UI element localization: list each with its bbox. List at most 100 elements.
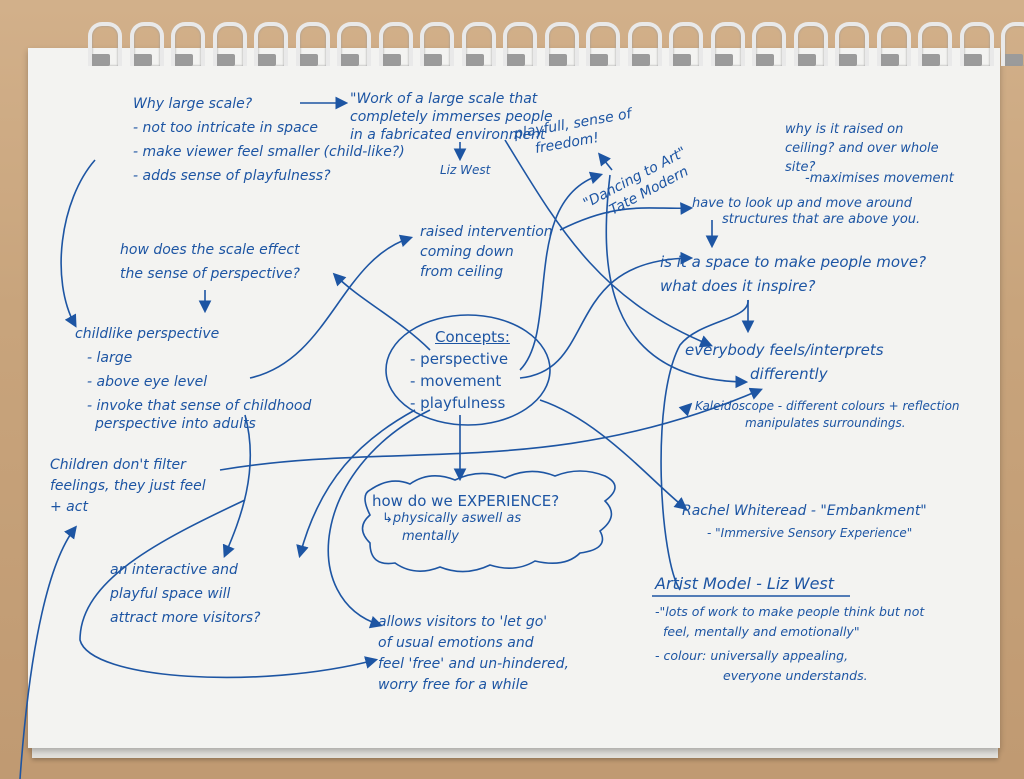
note-item: everyone understands. <box>723 668 868 683</box>
concept-item: - playfulness <box>410 394 506 412</box>
concept-item: - perspective <box>410 350 509 368</box>
note-line: from ceiling <box>420 264 504 280</box>
quote-line: "Work of a large scale that <box>350 91 538 107</box>
spiral-ring <box>461 22 496 66</box>
spiral-ring <box>1001 22 1024 66</box>
arrow <box>605 174 749 389</box>
note-line: manipulates surroundings. <box>745 416 906 430</box>
arrow <box>519 251 694 379</box>
rachel-whiteread-note: Rachel Whiteread - "Embankment" - "Immer… <box>682 500 927 544</box>
concepts-bubble: Concepts: - perspective - movement - pla… <box>410 326 510 414</box>
note-line: of usual emotions and <box>378 635 534 651</box>
note-line: mentally <box>402 529 459 544</box>
quote-line: in a fabricated environment <box>350 127 546 143</box>
spiral-ring <box>835 22 869 66</box>
spiral-ring <box>337 22 371 66</box>
arrow <box>332 272 431 351</box>
spiral-ring <box>752 22 786 66</box>
note-line: differently <box>750 365 828 383</box>
note-line: what does it inspire? <box>660 277 816 295</box>
note-line: feelings, they just feel <box>50 478 206 494</box>
note-line: Children don't filter <box>50 457 186 473</box>
spiral-ring <box>793 22 828 66</box>
note-item: - above eye level <box>87 374 208 390</box>
spiral-ring <box>586 22 620 66</box>
note-item: - invoke that sense of childhood <box>87 398 312 414</box>
interactive-note: an interactive and playful space will at… <box>110 558 260 630</box>
arrow <box>60 159 96 328</box>
arrow <box>296 409 416 559</box>
note-line: is it a space to make people move? <box>660 253 927 271</box>
spiral-ring <box>420 22 454 66</box>
note-line: the sense of perspective? <box>120 266 300 282</box>
note-line: + act <box>50 499 88 515</box>
note-title: childlike perspective <box>75 326 220 342</box>
note-line: raised intervention <box>420 224 553 240</box>
note-line: - "Immersive Sensory Experience" <box>707 526 913 540</box>
arrow <box>539 399 688 510</box>
spiral-ring <box>669 22 703 66</box>
everybody-note: everybody feels/interprets differently <box>685 338 884 386</box>
concepts-title: Concepts: <box>435 328 510 346</box>
spiral-ring <box>212 22 247 66</box>
note-item: - adds sense of playfulness? <box>133 168 331 184</box>
spiral-ring <box>171 22 205 66</box>
childlike-perspective-note: childlike perspective - large - above ey… <box>75 322 311 436</box>
spiral-ring <box>88 22 122 66</box>
experience-cloud <box>361 470 616 573</box>
note-title: Why large scale? <box>133 96 253 112</box>
note-title: how do we EXPERIENCE? <box>372 492 560 510</box>
arrow <box>519 171 604 371</box>
note-line: ceiling? and over whole <box>785 141 939 156</box>
space-move-note: is it a space to make people move? what … <box>660 250 926 298</box>
arrow <box>19 525 77 779</box>
spiral-ring <box>959 22 994 66</box>
note-line: attract more visitors? <box>110 610 261 626</box>
note-line: Rachel Whiteread - "Embankment" <box>682 503 927 519</box>
kaleidoscope-note: Kaleidoscope - different colours + refle… <box>695 398 960 432</box>
note-line: ↳physically aswell as <box>382 511 522 526</box>
note-item: perspective into adults <box>95 416 256 432</box>
note-line: site? <box>785 160 816 175</box>
artist-model-title: Artist Model - Liz West <box>655 574 835 593</box>
arrow <box>219 387 763 471</box>
note-line: an interactive and <box>110 562 238 578</box>
arrow <box>678 402 693 417</box>
arrow <box>249 234 414 379</box>
raised-intervention-note: raised intervention coming down from cei… <box>420 222 553 282</box>
arrow <box>327 409 431 629</box>
note-line: Kaleidoscope - different colours + refle… <box>695 399 960 413</box>
note-item: - colour: universally appealing, <box>655 648 849 663</box>
experience-cloud-text: how do we EXPERIENCE? ↳physically aswell… <box>372 492 559 546</box>
quote-line: completely immerses people <box>350 109 553 125</box>
concepts-ellipse <box>385 314 551 426</box>
arrow <box>222 414 252 558</box>
quote-source: Liz West <box>440 163 491 177</box>
arrow <box>660 299 749 591</box>
spiral-ring <box>503 22 537 66</box>
note-item: - not too intricate in space <box>133 120 318 136</box>
arrow <box>598 152 613 171</box>
arrow <box>79 499 379 679</box>
spiral-ring <box>254 22 288 66</box>
spiral-ring <box>876 22 911 66</box>
quote-large-scale: "Work of a large scale that completely i… <box>350 90 553 144</box>
children-note: Children don't filter feelings, they jus… <box>50 455 206 518</box>
note-item: -"lots of work to make people think but … <box>655 604 925 619</box>
spiral-ring <box>627 22 662 66</box>
note-line: playful space will <box>110 586 231 602</box>
note-line: worry free for a while <box>378 677 529 693</box>
note-item: feel, mentally and emotionally" <box>663 624 860 639</box>
note-line: structures that are above you. <box>722 212 921 227</box>
note-item: - make viewer feel smaller (child-like?) <box>133 144 405 160</box>
note-line: -maximises movement <box>805 171 954 186</box>
spiral-ring <box>129 22 164 66</box>
note-line: why is it raised on <box>785 122 904 137</box>
spiral-ring <box>295 22 330 66</box>
note-item: - large <box>87 350 133 366</box>
look-up-note: have to look up and move around structur… <box>692 196 920 228</box>
spiral-ring <box>378 22 413 66</box>
paper-stack-edge <box>32 748 998 758</box>
scale-perspective-note: how does the scale effect the sense of p… <box>120 238 300 286</box>
